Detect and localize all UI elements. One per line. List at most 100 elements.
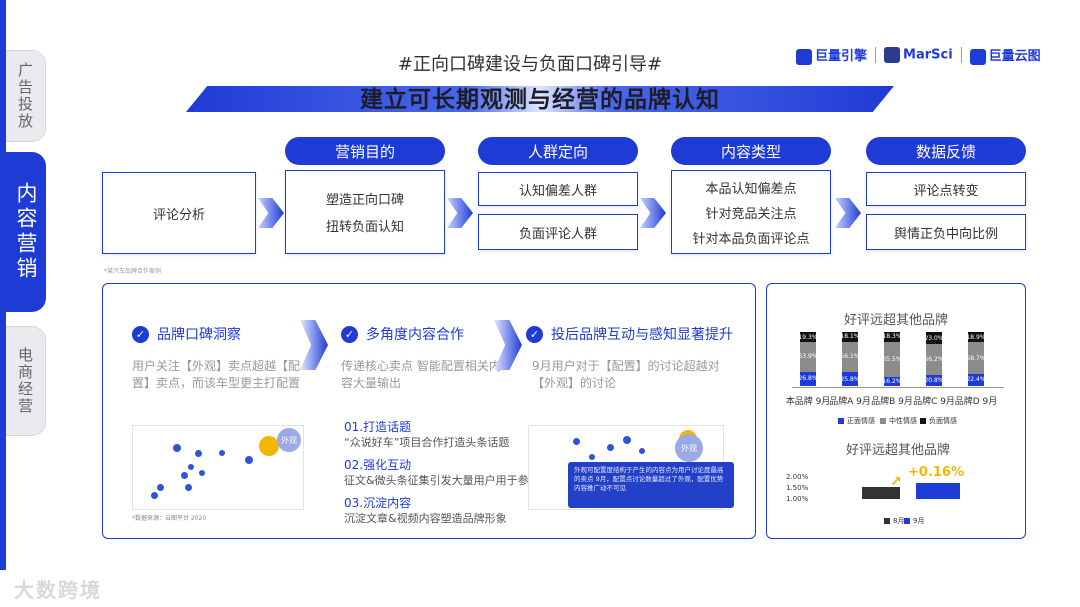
scatter-dot-highlight xyxy=(259,436,279,456)
scatter-dot xyxy=(607,444,614,451)
flow-item: 扭转负面认知 xyxy=(325,220,404,235)
legend-positive: 正面情感 xyxy=(838,416,875,426)
flow-start-label: 评论分析 xyxy=(152,207,205,223)
flow-item: 认知偏差人群 xyxy=(518,183,597,199)
flow-arrow-icon xyxy=(640,198,666,228)
flow-box-audience-2: 负面评论人群 xyxy=(478,214,638,250)
scatter-dot xyxy=(219,450,225,456)
legend-swatch xyxy=(880,418,886,424)
flow-box-purpose: 塑造正向口碑 扭转负面认知 xyxy=(285,170,445,254)
flow-item: 评论点转变 xyxy=(913,183,979,199)
x-tick-label: 品牌D 9月 xyxy=(954,397,998,407)
juliang-engine-logo-icon xyxy=(796,48,812,65)
scatter-dot xyxy=(195,450,202,457)
tab-content-marketing[interactable]: 内容营销 xyxy=(6,152,46,312)
x-tick-label: 品牌A 9月 xyxy=(829,397,871,407)
legend-negative: 负面情感 xyxy=(920,416,957,426)
marsci-logo: MarSci xyxy=(884,47,953,63)
flow-item: 塑造正向口碑 xyxy=(325,193,404,208)
bar-segment-negative: 18.1% xyxy=(840,332,860,342)
bar-segment-neutral: 53.9% xyxy=(798,342,818,372)
bar-segment-negative: 18.3% xyxy=(882,332,902,342)
legend-neutral: 中性情感 xyxy=(880,416,917,426)
logo-group: 巨量引擎 MarSci 巨量云图 xyxy=(796,44,1041,66)
scatter-bubble-exterior: 外观 xyxy=(277,428,301,452)
bar-segment-positive: 26.8% xyxy=(798,371,818,386)
flow-item: 本品认知偏差点 xyxy=(705,181,797,197)
scatter-dot xyxy=(573,438,580,445)
scatter-bubble-exterior: 外观 xyxy=(675,434,703,462)
step-desc-1: “众说好车”项目合作打造头条话题 xyxy=(344,436,510,449)
section-desc-insight: 用户关注【外观】卖点超越【配置】卖点，而该车型更主打配置 xyxy=(132,359,301,390)
slide-subtitle: #正向口碑建设与负面口碑引导# xyxy=(397,54,663,75)
logo-divider xyxy=(875,47,877,63)
legend-swatch xyxy=(884,518,890,524)
bar-segment-positive: 20.8% xyxy=(924,374,944,386)
logo-divider xyxy=(960,47,962,63)
check-icon: ✓ xyxy=(341,325,358,343)
bar-aug xyxy=(862,486,900,499)
y-tick: 1.50% xyxy=(786,484,809,492)
scatter-dot xyxy=(185,484,192,491)
step-title-1: 01.打造话题 xyxy=(344,420,412,434)
legend-swatch xyxy=(838,418,844,424)
section-head-result: ✓投后品牌互动与感知显著提升 xyxy=(526,324,733,344)
insight-tooltip: 外观可配置度结构于产生的内容点为用户讨论度最高的卖点 9月，配置点讨论数量超过了… xyxy=(568,462,734,508)
bar-segment-neutral: 58.7% xyxy=(966,342,986,374)
tab-ecommerce[interactable]: 电商经营 xyxy=(6,326,46,436)
bar-segment-positive: 16.2% xyxy=(882,377,902,386)
scatter-dot xyxy=(181,472,188,479)
plot-source-note: *数据来源：云图平台 2020 xyxy=(132,515,207,522)
flow-item: 针对本品负面评论点 xyxy=(692,231,810,247)
bar-segment-neutral: 65.5% xyxy=(882,341,902,378)
up-arrow-icon: ↗ xyxy=(890,474,902,490)
scatter-dot xyxy=(589,454,595,460)
bar-segment-positive: 22.4% xyxy=(966,373,986,386)
scatter-dot xyxy=(173,444,181,452)
legend-swatch xyxy=(904,518,910,524)
section-head-insight: ✓品牌口碑洞察 xyxy=(132,324,241,344)
flow-item: 舆情正负中向比例 xyxy=(893,226,998,242)
y-tick: 1.00% xyxy=(786,495,809,503)
step-title-2: 02.强化互动 xyxy=(344,458,412,472)
flow-box-content-type: 本品认知偏差点 针对竞品关注点 针对本品负面评论点 xyxy=(671,170,831,254)
step-desc-3: 沉淀文章&视频内容塑造品牌形象 xyxy=(344,512,507,525)
flow-header-purpose: 营销目的 xyxy=(285,137,445,165)
scatter-dot xyxy=(245,456,253,464)
section-head-content: ✓多角度内容合作 xyxy=(341,324,464,344)
flow-arrow-icon xyxy=(258,198,284,228)
legend-swatch xyxy=(920,418,926,424)
y-tick: 2.00% xyxy=(786,473,809,481)
bar-segment-positive: 25.8% xyxy=(840,372,860,386)
scatter-dot xyxy=(151,492,158,499)
scatter-dot xyxy=(157,484,164,491)
scatter-dot xyxy=(199,470,205,476)
bar-segment-negative: 19.3% xyxy=(798,332,818,343)
x-axis-line xyxy=(792,387,1004,388)
title-band xyxy=(186,86,894,112)
bar-segment-neutral: 56.2% xyxy=(924,344,944,375)
delta-annotation: +0.16% xyxy=(908,465,964,480)
flow-box-feedback-2: 舆情正负中向比例 xyxy=(866,214,1026,250)
flow-start-box: 评论分析 xyxy=(102,172,256,254)
marsci-logo-icon xyxy=(884,47,901,63)
juliang-engine-logo: 巨量引擎 xyxy=(796,45,867,65)
tab-ad-delivery[interactable]: 广告投放 xyxy=(6,50,46,142)
flow-header-feedback: 数据反馈 xyxy=(866,137,1026,165)
juliang-cloud-logo: 巨量云图 xyxy=(969,45,1041,65)
x-tick-label: 品牌B 9月 xyxy=(871,397,913,407)
bar-segment-negative: 23.0% xyxy=(924,332,944,345)
chart2-title: 好评远超其他品牌 xyxy=(846,443,951,458)
legend-aug: 8月 xyxy=(884,516,904,526)
bar-sep xyxy=(916,483,960,499)
legend-sep: 9月 xyxy=(904,516,924,526)
flow-header-audience: 人群定向 xyxy=(478,137,638,165)
check-icon: ✓ xyxy=(526,325,543,343)
scatter-dot xyxy=(188,464,194,470)
section-desc-content: 传递核心卖点 智能配置相关内容大量输出 xyxy=(341,359,501,390)
flow-arrow-icon xyxy=(835,198,861,228)
case-footnote: *某汽车品牌合作案例 xyxy=(104,268,162,275)
flow-item: 负面评论人群 xyxy=(518,226,597,242)
x-tick-label: 本品牌 9月 xyxy=(785,397,831,407)
juliang-cloud-logo-icon xyxy=(969,48,986,65)
